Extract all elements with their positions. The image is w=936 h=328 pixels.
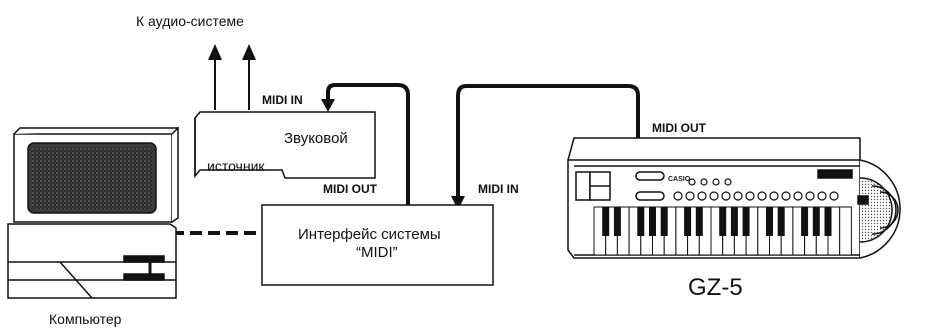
sound-source-box — [194, 111, 376, 179]
black-key — [730, 207, 738, 236]
computer-label: Компьютер — [49, 311, 122, 327]
cable-interface-to-sound-source — [326, 83, 410, 205]
black-key — [637, 207, 645, 236]
cable-keyboard-to-interface — [456, 84, 640, 197]
interface-line1: Интерфейс системы — [298, 226, 441, 243]
model-label: GZ-5 — [688, 274, 743, 301]
black-key — [613, 207, 621, 236]
audio-system-label: К аудио-системе — [136, 13, 244, 29]
sound-source-line2: источник — [207, 158, 265, 174]
black-key — [766, 207, 773, 236]
black-key — [824, 207, 832, 236]
black-key — [742, 207, 750, 236]
brand-label: CASIO — [668, 176, 691, 183]
interface-line2: “MIDI” — [356, 244, 398, 261]
black-key — [602, 207, 610, 236]
black-key — [801, 207, 809, 236]
white-key — [839, 206, 852, 256]
keyboard-buttons — [673, 178, 839, 201]
midi-out-keyboard-label: MIDI OUT — [652, 121, 706, 135]
black-key — [695, 207, 703, 236]
midi-in-interface-label: MIDI IN — [478, 182, 519, 196]
computer-icon — [7, 126, 179, 299]
black-key — [812, 207, 820, 236]
black-key — [684, 207, 692, 236]
black-key — [719, 207, 727, 236]
black-key — [660, 207, 668, 236]
sound-source-line1: Звуковой — [284, 130, 348, 147]
black-key — [777, 207, 785, 236]
midi-interface-box — [261, 204, 494, 286]
audio-output-arrows — [208, 44, 256, 110]
arrow-midi-in-interface — [451, 196, 465, 210]
black-key — [649, 207, 656, 236]
midi-in-sound-label: MIDI IN — [262, 93, 303, 107]
midi-out-interface-label: MIDI OUT — [323, 182, 377, 196]
arrow-midi-in-sound — [321, 99, 335, 112]
keyboard-keys — [593, 206, 852, 256]
